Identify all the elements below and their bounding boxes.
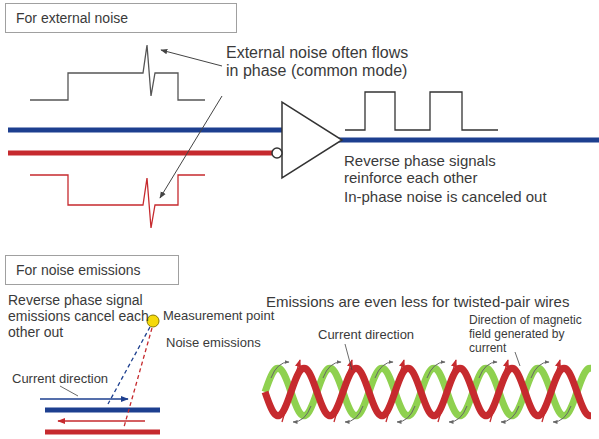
negative-line — [45, 430, 160, 435]
field-curve — [271, 362, 289, 378]
signal-note: Reverse phase signals reinforce each oth… — [344, 152, 544, 187]
field-arrow — [334, 360, 352, 422]
field-curve — [553, 406, 571, 422]
section-header: For noise emissions — [5, 255, 179, 285]
noise-note: External noise often flows in phase (com… — [226, 44, 416, 81]
field-curve — [449, 406, 467, 422]
emission-note: Reverse phase signal emissions cancel ea… — [8, 292, 158, 340]
emission-line — [108, 327, 150, 404]
field-curve — [293, 406, 311, 422]
input-waveforms — [30, 45, 205, 228]
field-arrow — [386, 360, 404, 422]
field-arrow — [282, 360, 300, 422]
field-curve — [345, 406, 363, 422]
field-arrow — [490, 360, 508, 422]
header-text: For noise emissions — [16, 262, 141, 278]
field-curve — [531, 362, 549, 378]
leader-line — [345, 344, 352, 370]
field-curve — [427, 362, 445, 378]
output-line — [338, 138, 599, 143]
emission-line — [124, 328, 152, 427]
field-curve — [397, 406, 415, 422]
leader-line — [60, 386, 78, 396]
receiver-symbol — [282, 102, 342, 178]
current-arrow — [40, 398, 128, 399]
positive-line — [45, 408, 160, 413]
positive-line — [8, 128, 282, 133]
twisted-pair — [265, 360, 591, 422]
negative-line — [8, 151, 272, 156]
current-label: Current direction — [12, 372, 108, 387]
point-label: Measurement point — [163, 309, 274, 324]
field-curve — [501, 406, 519, 422]
field-label: Direction of magnetic field generated by… — [469, 314, 595, 355]
header-text: For external noise — [16, 10, 128, 26]
current-arrow — [58, 420, 145, 421]
current-label: Current direction — [318, 328, 414, 343]
output-waveform — [345, 92, 498, 130]
field-arrow — [542, 360, 560, 422]
section-header: For external noise — [5, 3, 237, 33]
field-curve — [479, 362, 497, 378]
field-curve — [323, 362, 341, 378]
leader-line — [161, 50, 222, 66]
signal-note: In-phase noise is canceled out — [344, 188, 594, 205]
leader-line — [515, 352, 520, 366]
leader-line — [160, 96, 222, 198]
twisted-pair-note: Emissions are even less for twisted-pair… — [266, 293, 569, 310]
field-curve — [375, 362, 393, 378]
emission-label: Noise emissions — [166, 336, 261, 351]
inverter-bubble — [272, 148, 282, 158]
field-arrow — [438, 360, 456, 422]
